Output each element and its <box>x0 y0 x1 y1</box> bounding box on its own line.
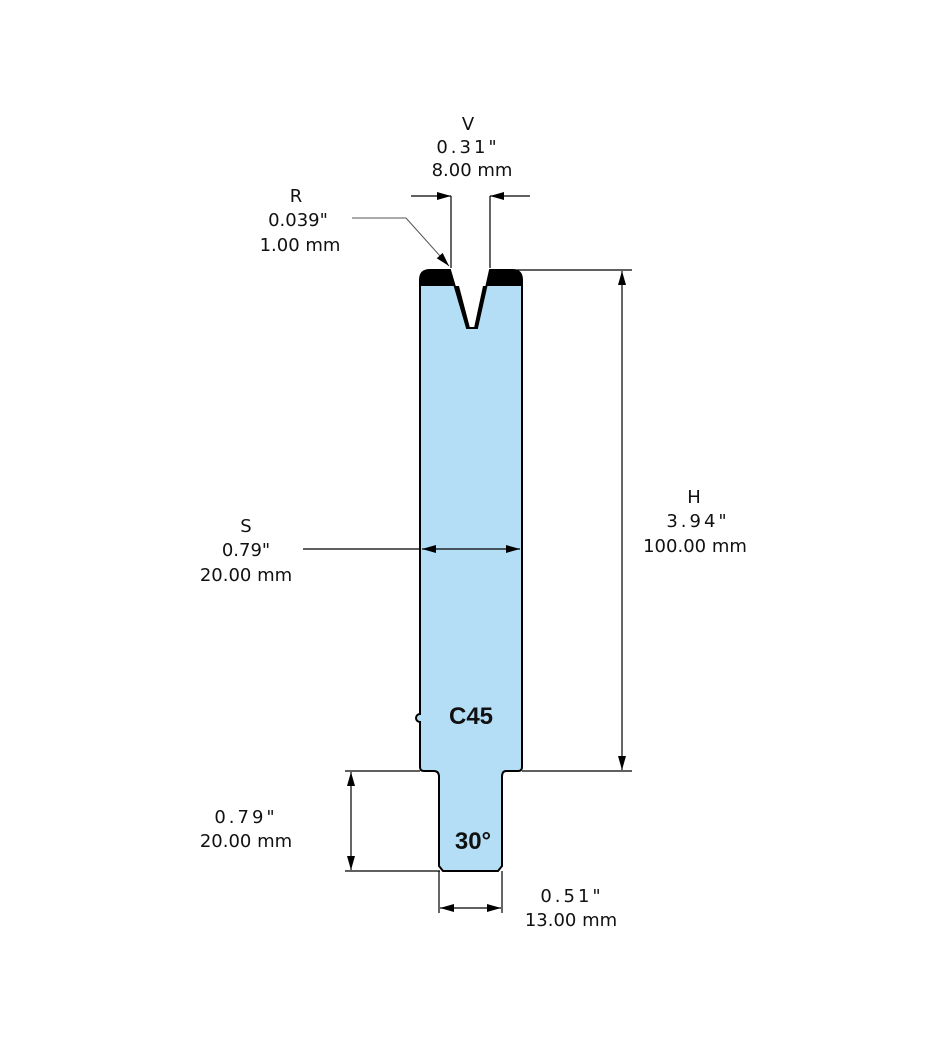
tang-height-mm: 20.00 mm <box>200 831 292 852</box>
h-label: H <box>687 487 701 508</box>
material-label: C45 <box>449 703 493 730</box>
angle-label: 30° <box>455 828 491 855</box>
die-cap <box>474 270 522 328</box>
v-label: V <box>462 114 475 135</box>
s-mm: 20.00 mm <box>200 565 292 586</box>
v-mm: 8.00 mm <box>432 160 513 181</box>
r-mm: 1.00 mm <box>260 235 341 256</box>
h-inch: 3.94" <box>666 511 729 532</box>
s-inch: 0.79" <box>222 540 270 561</box>
tang-width-inch: 0.51" <box>540 886 603 907</box>
s-label: S <box>240 516 251 537</box>
r-label: R <box>290 186 303 207</box>
die-cap <box>420 270 470 328</box>
tang-height-inch: 0.79" <box>214 807 277 828</box>
tang-width-mm: 13.00 mm <box>525 910 617 931</box>
v-inch: 0.31" <box>436 137 499 158</box>
h-mm: 100.00 mm <box>643 536 747 557</box>
r-inch: 0.039" <box>268 210 328 231</box>
die-body <box>415 269 523 872</box>
